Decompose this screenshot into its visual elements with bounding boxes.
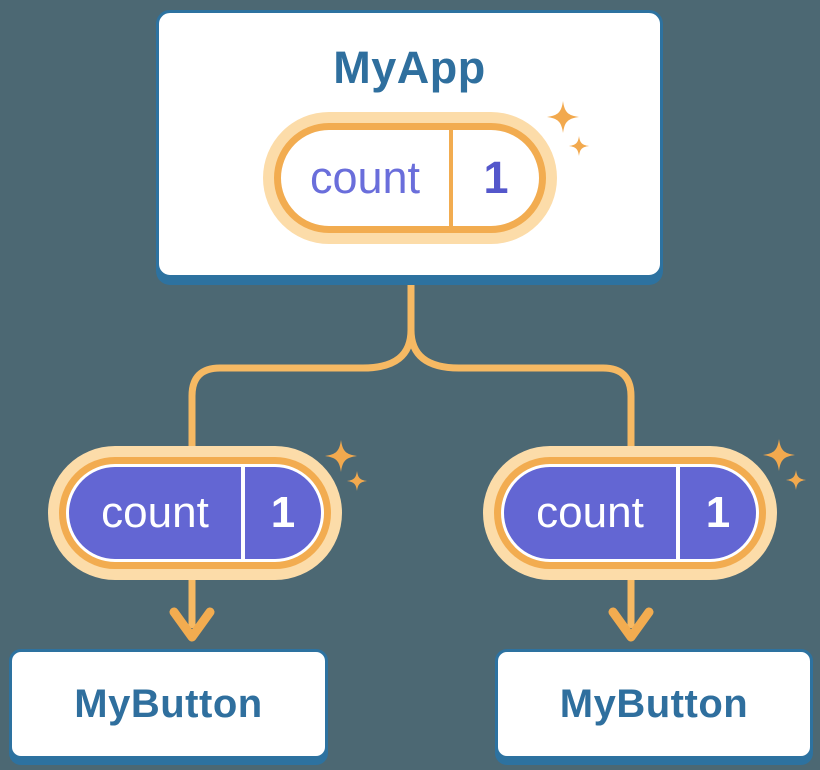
- prop-value: 1: [705, 488, 731, 537]
- arrow-down-icon: [608, 607, 654, 642]
- component-title: MyButton: [559, 681, 749, 726]
- sparkle-icon: [347, 471, 367, 491]
- pill-divider: [241, 467, 245, 559]
- state-pill-ring: count 1: [274, 123, 546, 233]
- pill-divider: [676, 467, 680, 559]
- sparkle-icon: [763, 439, 795, 471]
- prop-pill-ring: count 1: [494, 457, 766, 569]
- sparkle-icon: [325, 440, 357, 472]
- prop-pill-body: count 1: [504, 467, 756, 559]
- connector-left-branch: [188, 282, 415, 628]
- prop-pill-ring: count 1: [59, 457, 331, 569]
- prop-pill: count 1: [48, 446, 342, 580]
- component-card-child-right: MyButton: [495, 649, 813, 759]
- prop-pill: count 1: [483, 446, 777, 580]
- state-name: count: [309, 152, 421, 203]
- prop-pill-body: count 1: [69, 467, 321, 559]
- component-card-child-left: MyButton: [9, 649, 328, 759]
- sparkle-icon: [786, 470, 806, 490]
- connector-right-branch: [407, 282, 635, 628]
- state-pill: count 1: [263, 112, 557, 244]
- pill-divider: [449, 130, 453, 226]
- arrow-down-icon: [169, 607, 215, 642]
- component-title: MyApp: [333, 42, 486, 93]
- prop-name: count: [536, 488, 644, 537]
- sparkle-icon: [569, 136, 589, 156]
- prop-name: count: [101, 488, 209, 537]
- prop-value: 1: [270, 488, 296, 537]
- sparkle-icon: [547, 101, 579, 133]
- state-value: 1: [483, 152, 509, 203]
- component-title: MyButton: [74, 681, 263, 726]
